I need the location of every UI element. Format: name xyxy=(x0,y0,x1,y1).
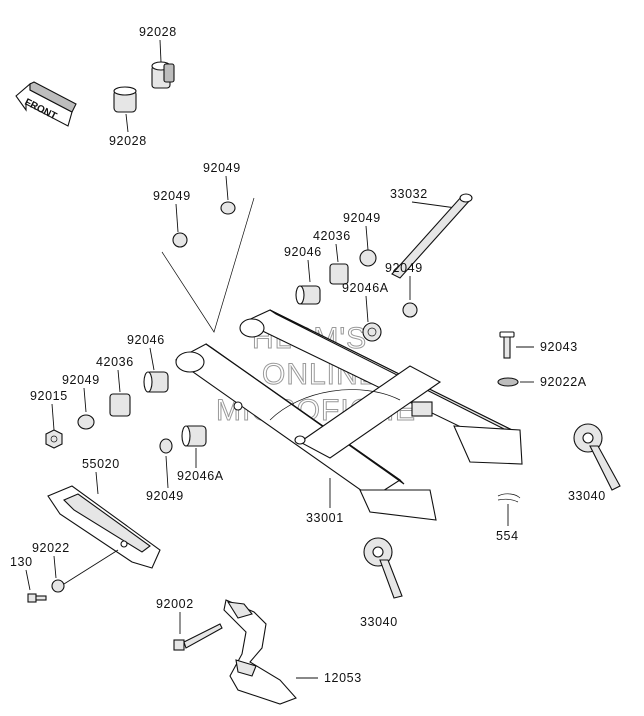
seal-b-icon xyxy=(172,232,188,248)
seal-d-icon xyxy=(402,302,418,318)
label-92046a-right: 92046A xyxy=(342,281,389,295)
label-92043: 92043 xyxy=(540,340,578,354)
nut-left-icon xyxy=(45,429,63,449)
label-55020: 55020 xyxy=(82,457,120,471)
label-33001: 33001 xyxy=(306,511,344,525)
label-92049-a: 92049 xyxy=(203,161,241,175)
label-92049-e: 92049 xyxy=(62,373,100,387)
axle-shaft-icon xyxy=(391,193,473,279)
adjuster-right-icon xyxy=(573,423,621,491)
needle-bearing-right-icon xyxy=(295,285,321,305)
label-554: 554 xyxy=(496,529,519,543)
bearing-right-a-icon xyxy=(362,322,382,342)
label-130: 130 xyxy=(10,555,33,569)
label-92049-c: 92049 xyxy=(343,211,381,225)
bearing-left-a-icon xyxy=(181,425,207,447)
label-92015: 92015 xyxy=(30,389,68,403)
label-92022: 92022 xyxy=(32,541,70,555)
collar-right-icon xyxy=(329,263,349,285)
washer-right-icon xyxy=(497,377,519,387)
chain-guide-icon xyxy=(47,485,161,569)
label-92028-lower: 92028 xyxy=(109,134,147,148)
label-92046a-left: 92046A xyxy=(177,469,224,483)
bush-lower-icon xyxy=(113,86,137,113)
adjuster-lower-icon xyxy=(363,537,403,599)
label-42036-left: 42036 xyxy=(96,355,134,369)
label-33040-lower: 33040 xyxy=(360,615,398,629)
label-92049-b: 92049 xyxy=(153,189,191,203)
chain-cover-icon xyxy=(223,599,297,705)
cotter-pin-icon xyxy=(497,493,521,503)
label-92049-d: 92049 xyxy=(385,261,423,275)
bush-upper-icon xyxy=(151,61,175,89)
washer-left-icon xyxy=(51,579,65,593)
label-92028-upper: 92028 xyxy=(139,25,177,39)
label-92002: 92002 xyxy=(156,597,194,611)
front-arrow-icon: FRONT xyxy=(15,81,77,127)
label-33032: 33032 xyxy=(390,187,428,201)
label-42036-right: 42036 xyxy=(313,229,351,243)
swingarm-icon xyxy=(174,309,523,521)
label-92046-left: 92046 xyxy=(127,333,165,347)
bolt-92002-icon xyxy=(173,623,223,651)
bolt-130-icon xyxy=(27,593,47,603)
seal-f-icon xyxy=(159,438,173,454)
bolt-right-icon xyxy=(499,331,515,359)
label-92022a: 92022A xyxy=(540,375,587,389)
label-92049-f: 92049 xyxy=(146,489,184,503)
seal-c-icon xyxy=(359,249,377,267)
seal-a-icon xyxy=(220,201,236,215)
label-33040-right: 33040 xyxy=(568,489,606,503)
label-12053: 12053 xyxy=(324,671,362,685)
label-92046-right: 92046 xyxy=(284,245,322,259)
needle-bearing-left-icon xyxy=(143,371,169,393)
collar-left-icon xyxy=(109,393,131,417)
seal-e-icon xyxy=(77,414,95,430)
